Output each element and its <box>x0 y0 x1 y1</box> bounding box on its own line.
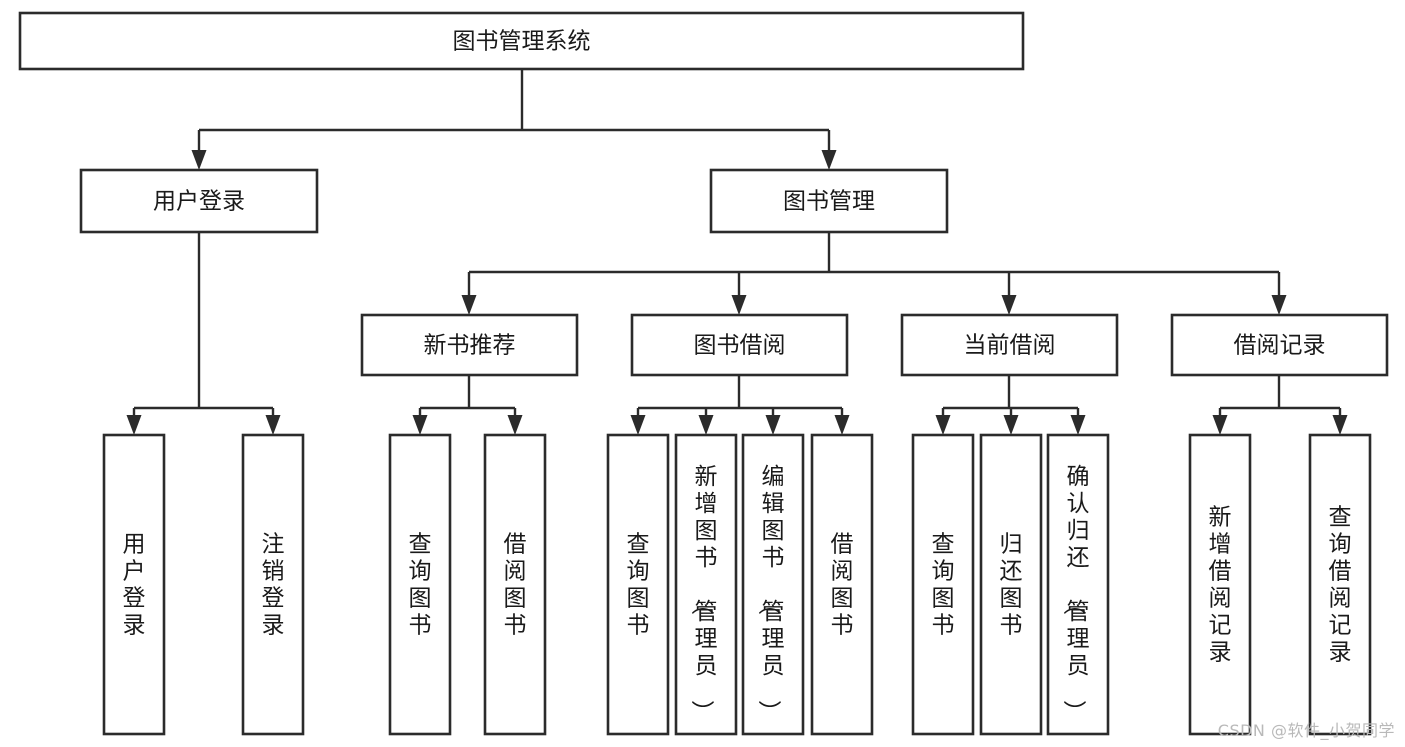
connector-root-to-level2 <box>191 69 837 170</box>
leaf-box[interactable] <box>1046 433 1110 736</box>
level3-node[interactable]: 新书推荐 <box>360 313 579 377</box>
arrow-head <box>265 415 281 435</box>
level2-box[interactable] <box>709 168 949 234</box>
level3-box[interactable] <box>1170 313 1389 377</box>
arrow-head <box>821 150 837 170</box>
level3-node[interactable]: 当前借阅 <box>900 313 1119 377</box>
leaf-box[interactable] <box>102 433 166 736</box>
arrow-head <box>1001 295 1017 315</box>
nodes-layer: 图书管理系统用户登录图书管理新书推荐图书借阅当前借阅借阅记录用户登录注销登录查询… <box>18 11 1389 736</box>
leaf-node[interactable]: 用户登录 <box>102 433 166 736</box>
root-box[interactable] <box>18 11 1025 71</box>
leaf-box[interactable] <box>1308 433 1372 736</box>
leaf-node[interactable]: 归还图书 <box>979 433 1043 736</box>
level2-node[interactable]: 用户登录 <box>79 168 319 234</box>
arrow-head <box>935 415 951 435</box>
arrow-head <box>412 415 428 435</box>
arrow-head <box>731 295 747 315</box>
arrow-head <box>507 415 523 435</box>
leaf-label: 借阅图书 <box>831 532 854 639</box>
level2-box[interactable] <box>79 168 319 234</box>
level3-box[interactable] <box>900 313 1119 377</box>
leaf-node[interactable]: 编辑图书（管理员） <box>741 433 805 736</box>
level3-label: 图书借阅 <box>694 333 786 359</box>
level2-label: 图书管理 <box>783 189 875 215</box>
leaf-box[interactable] <box>1188 433 1252 736</box>
leaf-node[interactable]: 注销登录 <box>241 433 305 736</box>
leaf-node[interactable]: 查询图书 <box>606 433 670 736</box>
level3-label: 借阅记录 <box>1234 333 1326 359</box>
arrow-head <box>1271 295 1287 315</box>
level3-label: 新书推荐 <box>424 333 516 359</box>
arrow-head <box>461 295 477 315</box>
leaf-box[interactable] <box>810 433 874 736</box>
leaf-label: 注销登录 <box>262 532 285 639</box>
leaf-node[interactable]: 查询借阅记录 <box>1308 433 1372 736</box>
leaf-label: 借阅图书 <box>504 532 527 639</box>
leaf-box[interactable] <box>606 433 670 736</box>
arrow-head <box>1003 415 1019 435</box>
leaf-label: 查询图书 <box>627 532 650 639</box>
leaf-box[interactable] <box>483 433 547 736</box>
arrow-head <box>1212 415 1228 435</box>
leaf-box[interactable] <box>911 433 975 736</box>
leaf-node[interactable]: 查询图书 <box>911 433 975 736</box>
arrow-head <box>126 415 142 435</box>
connector-图书借阅-to-leaves <box>630 375 850 435</box>
leaf-box[interactable] <box>241 433 305 736</box>
connector-用户登录-to-leaves <box>126 232 281 435</box>
arrow-head <box>834 415 850 435</box>
leaf-label: 确认归还（管理员） <box>1061 464 1090 723</box>
watermark: CSDN @软件_小贺同学 <box>1217 721 1395 740</box>
arrow-head <box>1332 415 1348 435</box>
connector-新书推荐-to-leaves <box>412 375 523 435</box>
leaf-label: 查询借阅记录 <box>1329 505 1352 666</box>
leaf-box[interactable] <box>979 433 1043 736</box>
arrow-head <box>1070 415 1086 435</box>
leaf-label: 用户登录 <box>123 532 146 639</box>
level2-label: 用户登录 <box>153 189 245 215</box>
connector-图书管理-to-level3 <box>461 232 1287 315</box>
leaf-box[interactable] <box>388 433 452 736</box>
root-label: 图书管理系统 <box>453 29 591 55</box>
leaf-label: 新增借阅记录 <box>1209 505 1232 666</box>
connectors-layer <box>126 69 1348 435</box>
connector-当前借阅-to-leaves <box>935 375 1086 435</box>
level2-node[interactable]: 图书管理 <box>709 168 949 234</box>
arrow-head <box>765 415 781 435</box>
level3-box[interactable] <box>360 313 579 377</box>
arrow-head <box>698 415 714 435</box>
connector-借阅记录-to-leaves <box>1212 375 1348 435</box>
leaf-node[interactable]: 借阅图书 <box>810 433 874 736</box>
leaf-label: 新增图书（管理员） <box>689 464 718 723</box>
level3-node[interactable]: 图书借阅 <box>630 313 849 377</box>
leaf-label: 归还图书 <box>1000 532 1023 639</box>
arrow-head <box>191 150 207 170</box>
leaf-node[interactable]: 借阅图书 <box>483 433 547 736</box>
leaf-label: 查询图书 <box>409 532 432 639</box>
leaf-node[interactable]: 查询图书 <box>388 433 452 736</box>
leaf-label: 编辑图书（管理员） <box>756 464 785 723</box>
leaf-box[interactable] <box>674 433 738 736</box>
leaf-label: 查询图书 <box>932 532 955 639</box>
root-node[interactable]: 图书管理系统 <box>18 11 1025 71</box>
leaf-node[interactable]: 新增借阅记录 <box>1188 433 1252 736</box>
level3-label: 当前借阅 <box>964 333 1056 359</box>
arrow-head <box>630 415 646 435</box>
leaf-box[interactable] <box>741 433 805 736</box>
level3-node[interactable]: 借阅记录 <box>1170 313 1389 377</box>
level3-box[interactable] <box>630 313 849 377</box>
leaf-node[interactable]: 新增图书（管理员） <box>674 433 738 736</box>
leaf-node[interactable]: 确认归还（管理员） <box>1046 433 1110 736</box>
